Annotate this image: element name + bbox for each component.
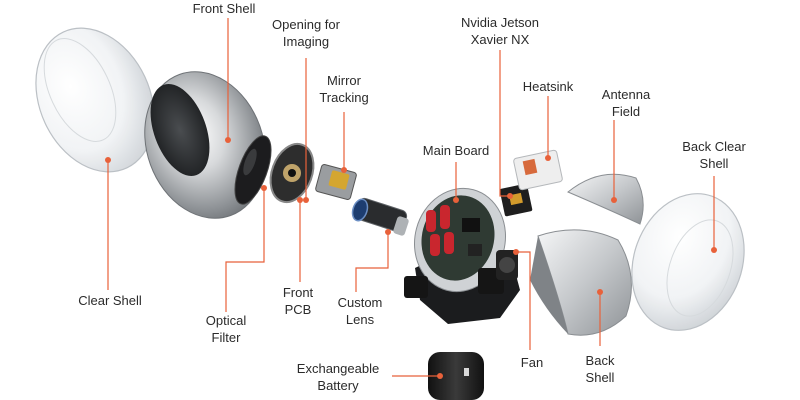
- front-pcb-part: [263, 138, 321, 208]
- label-custom-lens: Custom Lens: [338, 294, 383, 328]
- label-optical-filter: Optical Filter: [206, 312, 246, 346]
- callout-line-fan: [516, 252, 530, 350]
- heatsink-part: [513, 150, 563, 190]
- label-nvidia-jetson: Nvidia Jetson Xavier NX: [461, 14, 539, 48]
- label-heatsink: Heatsink: [523, 78, 574, 95]
- antenna-field-part: [568, 174, 643, 224]
- custom-lens-part: [350, 197, 410, 237]
- label-exchangeable-battery: Exchangeable Battery: [297, 360, 379, 394]
- label-main-board: Main Board: [423, 142, 489, 159]
- label-back-shell: Back Shell: [586, 352, 615, 386]
- label-clear-shell: Clear Shell: [78, 292, 142, 309]
- label-mirror-tracking: Mirror Tracking: [319, 72, 368, 106]
- callout-line-jetson: [500, 50, 510, 196]
- label-front-shell: Front Shell: [193, 0, 256, 17]
- label-back-clear-shell: Back Clear Shell: [682, 138, 746, 172]
- label-front-pcb: Front PCB: [283, 284, 313, 318]
- callout-line-lens: [356, 232, 388, 292]
- label-antenna-field: Antenna Field: [602, 86, 650, 120]
- mirror-tracking-part: [315, 164, 357, 200]
- label-opening-for-imaging: Opening for Imaging: [272, 16, 340, 50]
- label-fan: Fan: [521, 354, 543, 371]
- back-shell-part: [530, 230, 631, 335]
